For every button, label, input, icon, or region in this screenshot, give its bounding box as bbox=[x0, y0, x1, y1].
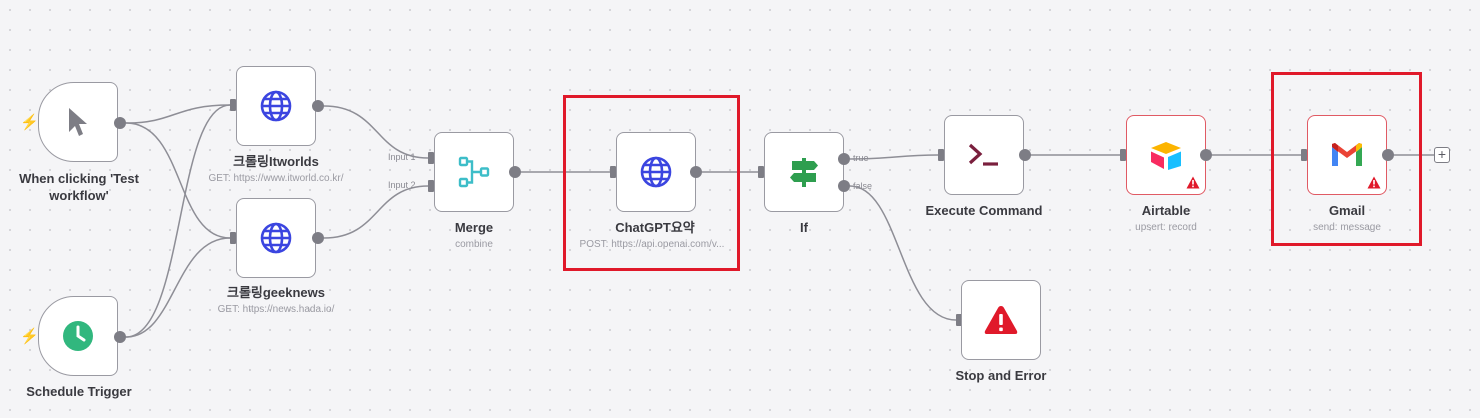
node-title: Stop and Error bbox=[955, 368, 1047, 383]
output-handle[interactable] bbox=[690, 166, 702, 178]
airtable-icon bbox=[1151, 142, 1181, 170]
wire-manual-geeknews bbox=[125, 122, 231, 239]
input-handle[interactable] bbox=[938, 149, 944, 161]
input-handle[interactable] bbox=[1120, 149, 1126, 161]
output-handle[interactable] bbox=[312, 232, 324, 244]
signpost-icon bbox=[790, 158, 818, 187]
output-handle[interactable] bbox=[509, 166, 521, 178]
output-handle[interactable] bbox=[312, 100, 324, 112]
node-merge[interactable] bbox=[434, 132, 514, 212]
gmail-icon bbox=[1332, 143, 1362, 166]
node-airtable[interactable] bbox=[1126, 115, 1206, 195]
warning-badge-icon bbox=[1186, 176, 1200, 189]
trigger-bolt-icon: ⚡ bbox=[20, 328, 39, 345]
input-label: Input 1 bbox=[388, 152, 416, 162]
globe-icon bbox=[640, 156, 672, 188]
node-subtitle: send: message bbox=[1313, 222, 1381, 233]
node-subtitle: upsert: record bbox=[1135, 222, 1197, 233]
output-handle[interactable] bbox=[1200, 149, 1212, 161]
wire-itworld-merge bbox=[323, 105, 429, 159]
input-handle[interactable] bbox=[428, 152, 434, 164]
input-handle[interactable] bbox=[758, 166, 764, 178]
node-title: ChatGPT요약 bbox=[615, 220, 695, 235]
output-handle-true[interactable] bbox=[838, 153, 850, 165]
globe-icon bbox=[260, 90, 292, 122]
node-title: Gmail bbox=[1328, 203, 1366, 218]
wire-schedule-geeknews bbox=[125, 237, 231, 338]
trigger-bolt-icon: ⚡ bbox=[20, 114, 39, 131]
wire-manual-itworld bbox=[125, 104, 231, 124]
node-execute-command[interactable] bbox=[944, 115, 1024, 195]
input-handle[interactable] bbox=[230, 232, 236, 244]
node-title: When clicking 'Test workflow' bbox=[19, 171, 139, 203]
warning-badge-icon bbox=[1367, 176, 1381, 189]
highlight-box-gmail bbox=[1271, 72, 1422, 246]
output-label: true bbox=[853, 153, 869, 163]
clock-icon bbox=[63, 321, 93, 351]
input-handle[interactable] bbox=[230, 99, 236, 111]
wire-schedule-itworld bbox=[125, 104, 231, 338]
terminal-icon bbox=[968, 143, 998, 166]
input-handle[interactable] bbox=[610, 166, 616, 178]
node-manual-trigger[interactable] bbox=[38, 82, 118, 162]
node-schedule-trigger[interactable] bbox=[38, 296, 118, 376]
node-title: If bbox=[800, 220, 808, 235]
wire-if-stop bbox=[849, 185, 957, 321]
node-if[interactable] bbox=[764, 132, 844, 212]
output-handle[interactable] bbox=[114, 331, 126, 343]
node-title: Execute Command bbox=[925, 203, 1043, 218]
node-http-itworld[interactable] bbox=[236, 66, 316, 146]
output-handle[interactable] bbox=[1019, 149, 1031, 161]
globe-icon bbox=[260, 222, 292, 254]
cursor-icon bbox=[69, 108, 87, 136]
highlight-box-chatgpt bbox=[563, 95, 740, 271]
output-label: false bbox=[853, 181, 873, 191]
node-http-chatgpt[interactable] bbox=[616, 132, 696, 212]
node-title: Merge bbox=[454, 220, 494, 235]
node-subtitle: POST: https://api.openai.com/v... bbox=[579, 239, 725, 250]
node-subtitle: GET: https://news.hada.io/ bbox=[217, 304, 335, 315]
wire-geeknews-merge bbox=[323, 185, 429, 239]
warning-icon bbox=[984, 306, 1018, 334]
node-title: 크롤링geeknews bbox=[226, 285, 326, 300]
node-subtitle: combine bbox=[455, 239, 493, 250]
output-handle-false[interactable] bbox=[838, 180, 850, 192]
merge-icon bbox=[458, 156, 490, 188]
wire-if-exec bbox=[849, 154, 939, 160]
node-subtitle: GET: https://www.itworld.co.kr/ bbox=[208, 173, 344, 184]
node-title: Airtable bbox=[1141, 203, 1191, 218]
node-title: Schedule Trigger bbox=[26, 384, 132, 399]
add-node-button[interactable]: + bbox=[1434, 147, 1450, 163]
output-handle[interactable] bbox=[114, 117, 126, 129]
input-handle[interactable] bbox=[956, 314, 962, 326]
input-handle[interactable] bbox=[428, 180, 434, 192]
output-handle[interactable] bbox=[1382, 149, 1394, 161]
node-http-geeknews[interactable] bbox=[236, 198, 316, 278]
node-gmail[interactable] bbox=[1307, 115, 1387, 195]
node-stop-and-error[interactable] bbox=[961, 280, 1041, 360]
input-handle[interactable] bbox=[1301, 149, 1307, 161]
input-label: Input 2 bbox=[388, 180, 416, 190]
node-title: 크롤링Itworlds bbox=[233, 154, 319, 169]
